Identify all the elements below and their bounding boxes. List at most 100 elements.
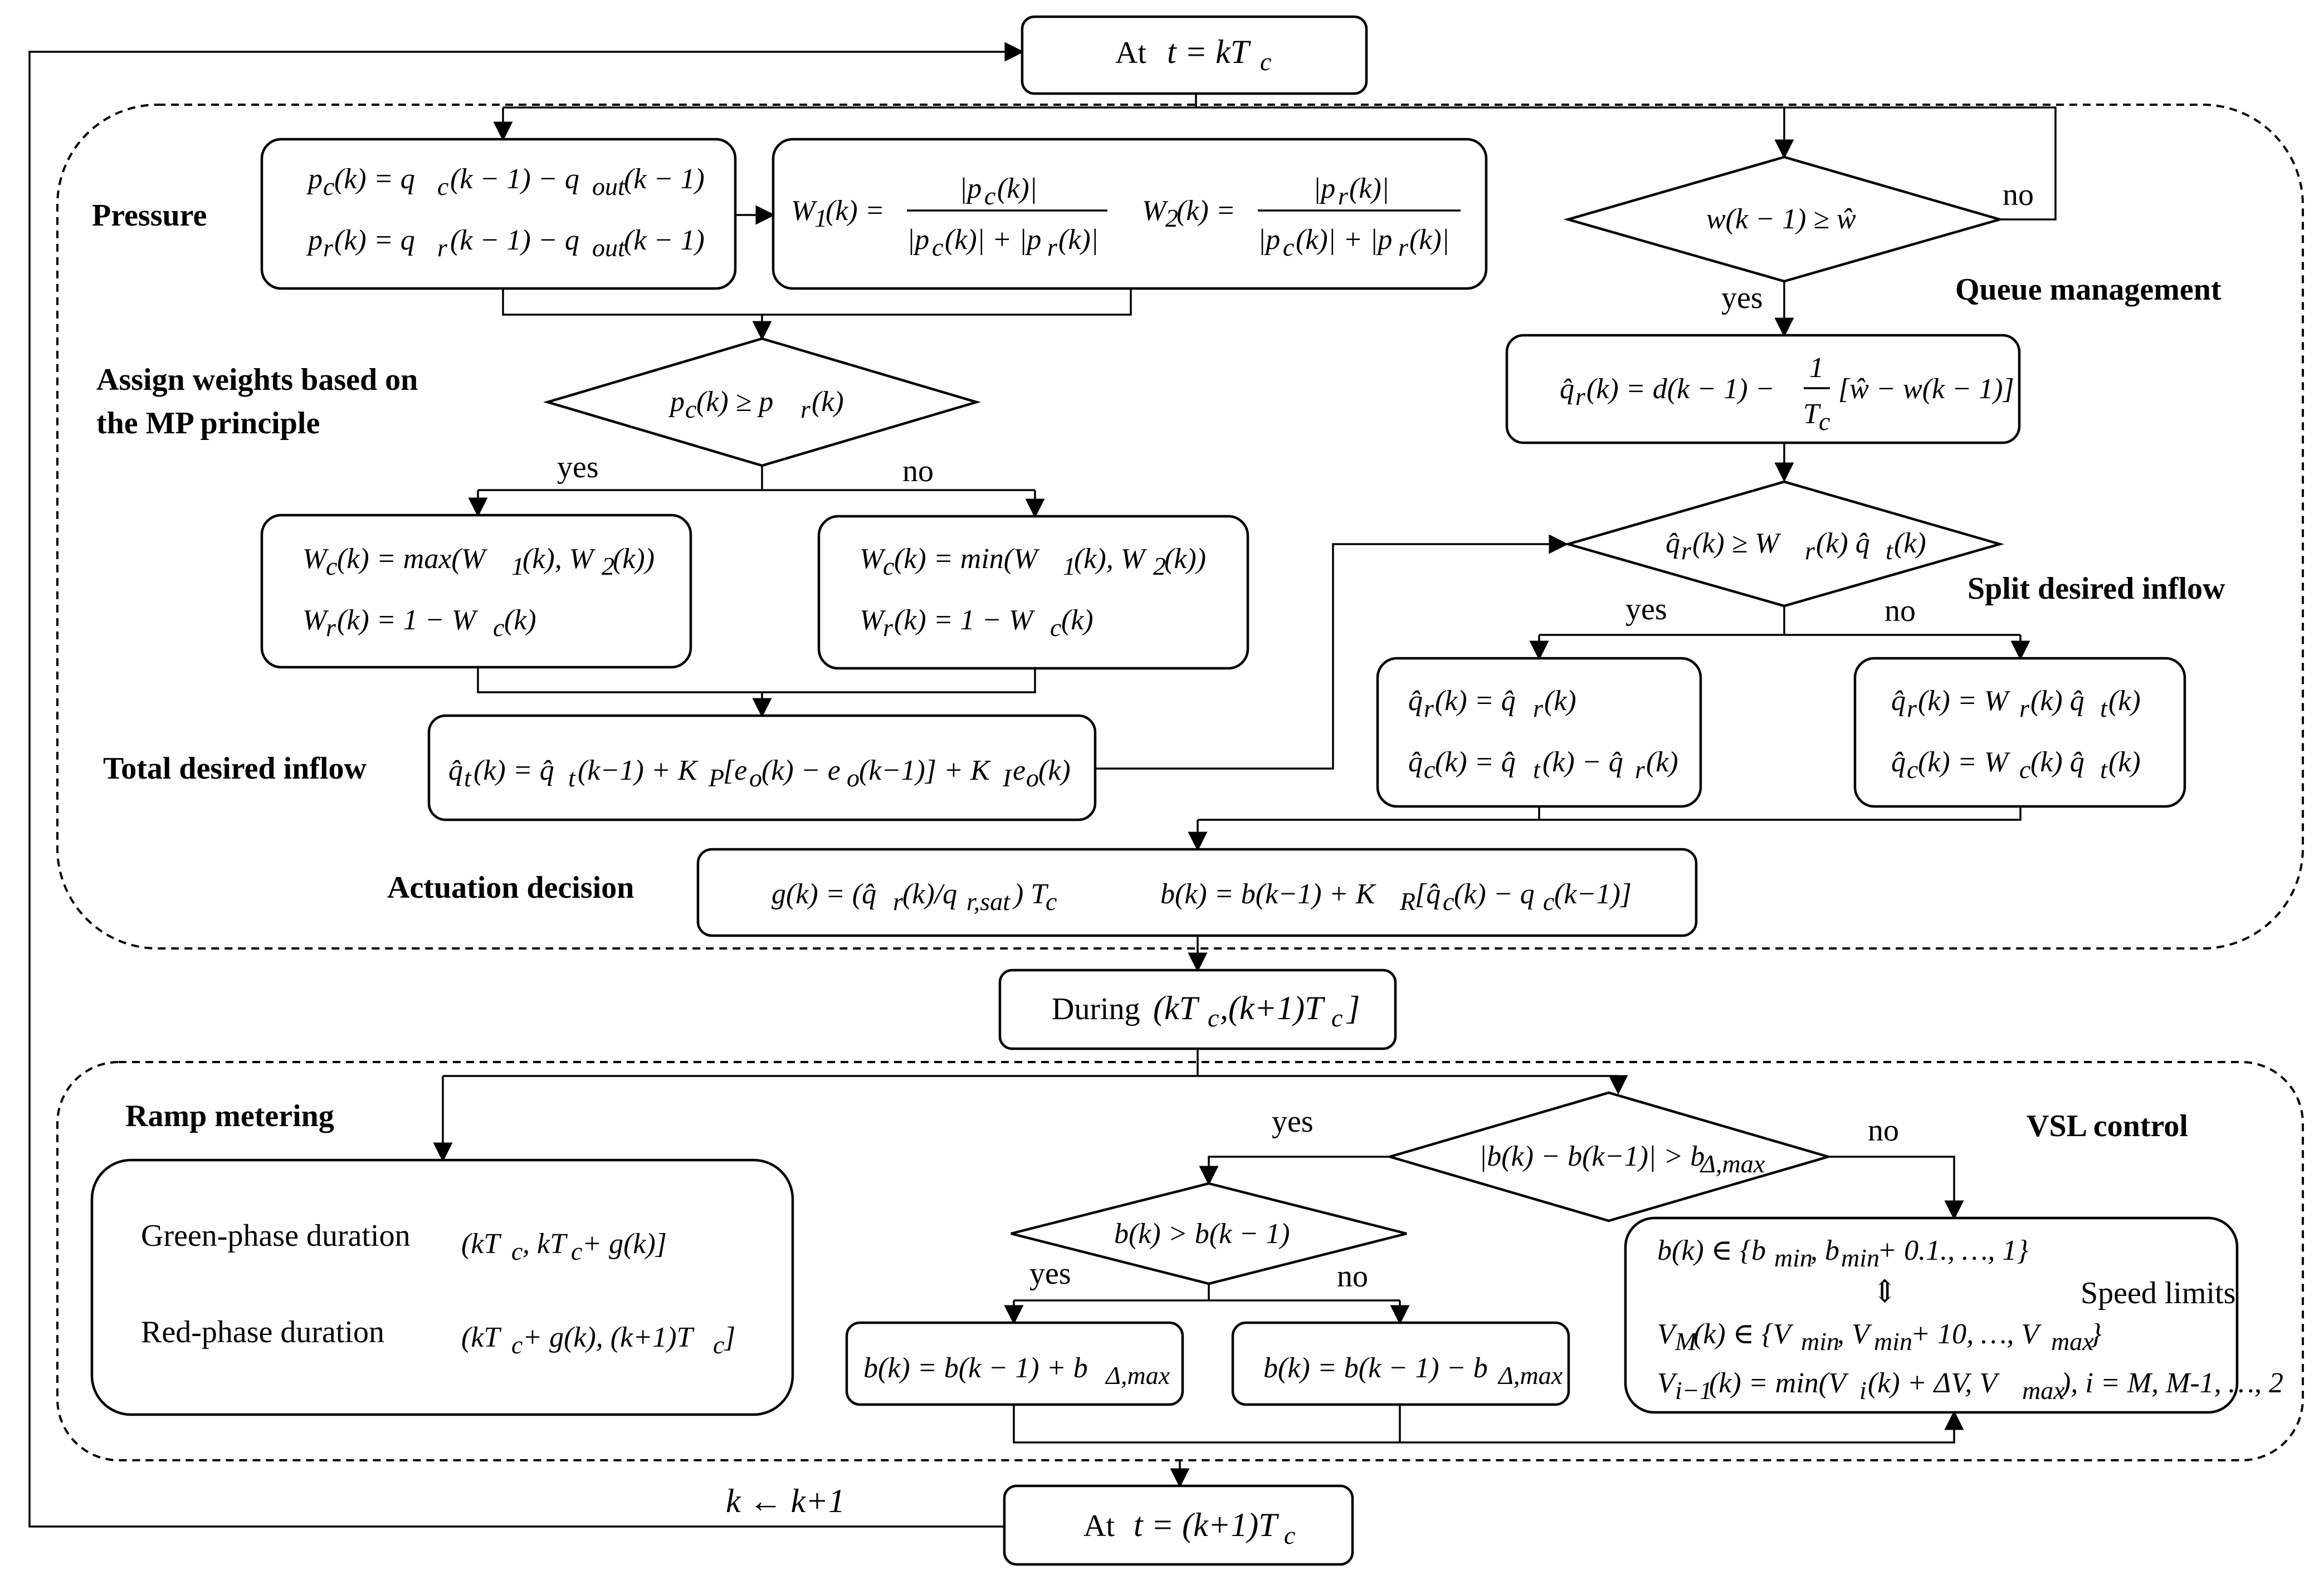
svg-text:r: r [1575, 382, 1586, 410]
svg-text:c: c [1907, 755, 1918, 784]
svg-text:W: W [302, 604, 329, 636]
svg-text:At: At [1115, 36, 1146, 70]
svg-text:q̂: q̂ [1666, 527, 1680, 559]
svg-text:+ g(k), (k+1)T: + g(k), (k+1)T [523, 1322, 695, 1353]
svg-text:(k): (k) [2108, 685, 2141, 717]
svg-text:r: r [2019, 694, 2030, 722]
svg-text:(k−1) + K: (k−1) + K [578, 755, 699, 786]
svg-text:t: t [1533, 755, 1541, 784]
svg-text:(k) = W: (k) = W [1918, 685, 2011, 717]
svg-text:b(k) ∈ {b: b(k) ∈ {b [1657, 1235, 1766, 1266]
svg-text:M: M [1674, 1327, 1698, 1356]
start-box [1021, 15, 1368, 95]
svg-text:(k) = min(W: (k) = min(W [894, 543, 1040, 575]
svg-text:(k): (k) [1646, 746, 1678, 778]
svg-text:(k)|: (k)| [1058, 224, 1098, 256]
svg-text:q̂: q̂ [448, 755, 463, 786]
svg-text:r: r [1805, 536, 1815, 565]
svg-text:(k): (k) [1894, 527, 1926, 559]
b-compare-diamond [1010, 1182, 1407, 1285]
svg-text:(k) = q: (k) = q [334, 224, 415, 256]
weights-box [772, 138, 1488, 290]
svg-text:q̂: q̂ [1560, 373, 1574, 405]
svg-text:(k)|: (k)| [1349, 173, 1389, 204]
svg-text:c: c [1260, 47, 1271, 76]
svg-text:|p: |p [959, 173, 982, 204]
svg-text:(k), W: (k), W [523, 543, 596, 575]
svg-text:2: 2 [1165, 204, 1178, 232]
svg-text:]: ] [723, 1322, 735, 1353]
b-decrease-box [1231, 1321, 1570, 1406]
svg-text:P: P [708, 764, 724, 792]
svg-text:(k): (k) [1061, 604, 1093, 636]
svg-text:t = kT: t = kT [1167, 33, 1251, 70]
pressure-label: Pressure [92, 198, 207, 233]
b-compare-text: b(k) > b(k − 1) [1114, 1218, 1290, 1250]
svg-text:(kT: (kT [461, 1322, 501, 1353]
svg-text:1: 1 [814, 204, 827, 232]
svg-text:r: r [323, 233, 334, 262]
svg-text:(k): (k) [812, 386, 844, 418]
svg-text:(kT: (kT [1153, 990, 1200, 1026]
svg-text:r: r [1681, 536, 1692, 565]
svg-text:p: p [668, 386, 685, 418]
end-box [1003, 1484, 1354, 1566]
svg-text:(k) + ΔV, V: (k) + ΔV, V [1868, 1367, 2000, 1399]
svg-text:During: During [1052, 992, 1140, 1026]
queue-condition-text: w(k − 1) ≥ ŵ [1706, 203, 1856, 235]
mp-condition-diamond [543, 337, 981, 467]
svg-text:W: W [791, 195, 818, 227]
svg-text:(k) = q̂: (k) = q̂ [473, 755, 554, 786]
svg-text:p: p [306, 224, 323, 256]
svg-text:b(k) = b(k − 1) + b: b(k) = b(k − 1) + b [863, 1352, 1088, 1384]
svg-text:r: r [1398, 233, 1409, 261]
svg-text:,(k+1)T: ,(k+1)T [1220, 990, 1325, 1026]
svg-text:2: 2 [1153, 552, 1166, 580]
svg-text:o: o [749, 764, 762, 792]
split-no-label: no [1884, 594, 1916, 628]
svg-text:c: c [1283, 233, 1294, 261]
svg-text:, V: , V [1837, 1318, 1872, 1350]
split-desired-inflow-label: Split desired inflow [1967, 571, 2225, 606]
svg-text:(k) = d(k − 1) −: (k) = d(k − 1) − [1586, 373, 1775, 405]
connectors [28, 42, 2057, 1528]
svg-text:|p: |p [1313, 173, 1335, 204]
split-condition-diamond [1563, 480, 2005, 608]
vsl-control-label: VSL control [2027, 1109, 2188, 1143]
svg-text:c: c [493, 613, 504, 642]
svg-text:(k), W: (k), W [1074, 543, 1148, 575]
svg-text:(k) = W: (k) = W [1918, 746, 2011, 778]
split-yes-box [1376, 657, 1702, 808]
svg-text:1: 1 [1809, 352, 1824, 384]
svg-text:]: ] [1346, 990, 1360, 1026]
svg-text:(k) − q: (k) − q [1454, 878, 1535, 910]
svg-text:(k−1)]: (k−1)] [1554, 878, 1632, 910]
svg-text:(k)| + |p: (k)| + |p [945, 224, 1041, 256]
total-inflow-box [427, 714, 1097, 821]
svg-text:r: r [883, 613, 894, 642]
during-box [998, 968, 1397, 1050]
svg-text:c: c [984, 182, 995, 210]
svg-text:q̂: q̂ [1408, 685, 1423, 717]
svg-text:}: } [2090, 1318, 2102, 1350]
svg-text:c: c [511, 1237, 523, 1265]
svg-text:[ŵ − w(k − 1)]: [ŵ − w(k − 1)] [1838, 373, 2014, 405]
split-yes-c-equation: q̂c (k) = q̂t (k) − q̂r (k) [1408, 746, 1678, 784]
queue-management-label: Queue management [1955, 272, 2222, 307]
svg-text:min: min [1774, 1244, 1813, 1272]
svg-text:min: min [1874, 1327, 1912, 1356]
svg-text:r: r [800, 395, 811, 423]
svg-text:|b(k) − b(k−1)| > b: |b(k) − b(k−1)| > b [1479, 1141, 1705, 1172]
svg-text:(k) q̂: (k) q̂ [2030, 746, 2084, 778]
svg-text:W: W [860, 543, 886, 575]
svg-text:r: r [893, 887, 904, 916]
queue-condition-diamond [1563, 155, 2005, 283]
